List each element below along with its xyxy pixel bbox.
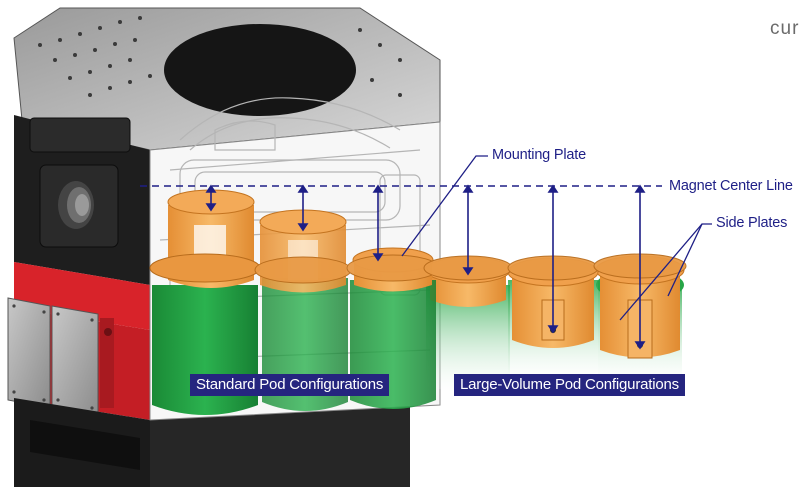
leader-lines (401, 155, 712, 321)
magnet-center-line-label: Magnet Center Line (669, 178, 793, 194)
distance-arrows (205, 184, 646, 350)
standard-pod-banner: Standard Pod Configurations (190, 374, 390, 396)
bore-opening (164, 24, 356, 116)
side-plates-label: Side Plates (716, 215, 788, 231)
mounting-plate-label: Mounting Plate (492, 147, 586, 163)
large-volume-pod-banner: Large-Volume Pod Configurations (454, 374, 685, 396)
corner-text: cur (770, 18, 800, 39)
